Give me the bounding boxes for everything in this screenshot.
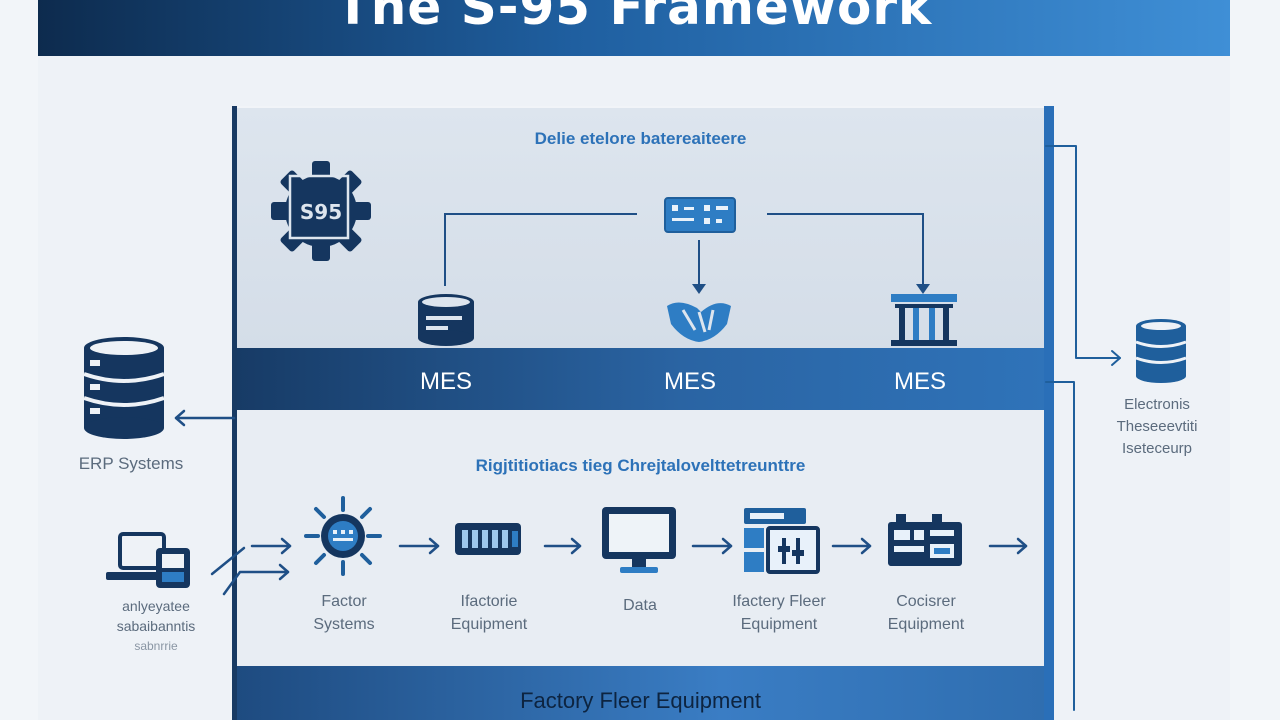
gear-logo-icon: S95 — [266, 158, 376, 264]
flow-label-factor-systems: Factor Systems — [284, 590, 404, 636]
mes-band — [237, 348, 1044, 410]
page-title: The S-95 Framework — [335, 0, 933, 36]
title-banner: The S-95 Framework — [38, 0, 1230, 56]
factory-machine-icon — [884, 512, 966, 570]
flow-label-line: Ifactorie — [460, 593, 518, 610]
right-electronis-label: Electronis Theseeevtiti Iseteceurp — [1094, 394, 1220, 460]
right-database-icon — [1134, 318, 1188, 384]
flow-arrows — [210, 537, 1028, 596]
pillar-building-icon — [889, 290, 959, 348]
right-label-line: Theseeevtiti — [1116, 418, 1198, 435]
top-connector-lines — [444, 213, 930, 294]
equipment-module-icon — [454, 521, 522, 557]
flow-label-line: Cocisrer — [896, 593, 956, 610]
computer-devices-icon — [104, 532, 192, 590]
flow-label-line: Equipment — [740, 616, 818, 633]
top-panel-heading: Delie etelore batereaiteere — [534, 129, 747, 148]
flow-label-line: Data — [623, 597, 657, 614]
flow-label-line: Equipment — [887, 616, 965, 633]
right-label-line: Electronis — [1124, 396, 1190, 413]
flow-label-cocisrer-equipment: Cocisrer Equipment — [866, 590, 986, 636]
lower-panel-heading: Rigjtitiotiacs tieg Chrejtalovelttetreun… — [475, 456, 806, 475]
frame-right-bar — [1044, 106, 1054, 720]
flow-label-data: Data — [580, 594, 700, 617]
svg-text:S95: S95 — [300, 200, 342, 224]
erp-arrow — [174, 409, 236, 427]
bottom-band — [237, 666, 1044, 720]
flow-label-factery-fleer-equipment: Ifactery Fleer Equipment — [704, 590, 854, 636]
frame-left-bar — [232, 106, 237, 720]
bottom-band-label: Factory Fleer Equipment — [520, 688, 761, 713]
sun-gear-icon — [304, 496, 382, 576]
monitor-icon — [600, 505, 678, 577]
right-label-line: Iseteceurp — [1121, 440, 1193, 457]
erp-database-icon — [82, 336, 166, 440]
flow-label-line: Factor — [321, 593, 367, 610]
device-systems-label: anlyeyatee sabaibanntis sabnrrie — [86, 596, 226, 656]
device-label-line: anlyeyatee — [122, 598, 190, 614]
flow-label-factorie-equipment: Ifactorie Equipment — [424, 590, 554, 636]
device-label-line: sabnrrie — [134, 639, 178, 653]
flow-label-line: Equipment — [450, 616, 528, 633]
mes-label-2: MES — [664, 368, 717, 395]
hands-handshake-icon — [665, 296, 733, 344]
mes-label-1: MES — [420, 368, 473, 395]
device-label-line: sabaibanntis — [116, 618, 196, 634]
control-box-icon — [664, 197, 736, 233]
erp-systems-label: ERP Systems — [78, 454, 184, 473]
mes-label-3: MES — [894, 368, 947, 395]
flow-label-line: Systems — [313, 616, 375, 633]
database-server-icon — [414, 292, 478, 348]
right-connector-lines — [1045, 145, 1121, 711]
flow-label-line: Ifactery Fleer — [732, 593, 826, 610]
top-panel — [237, 108, 1044, 350]
control-panel-icon — [742, 506, 822, 576]
